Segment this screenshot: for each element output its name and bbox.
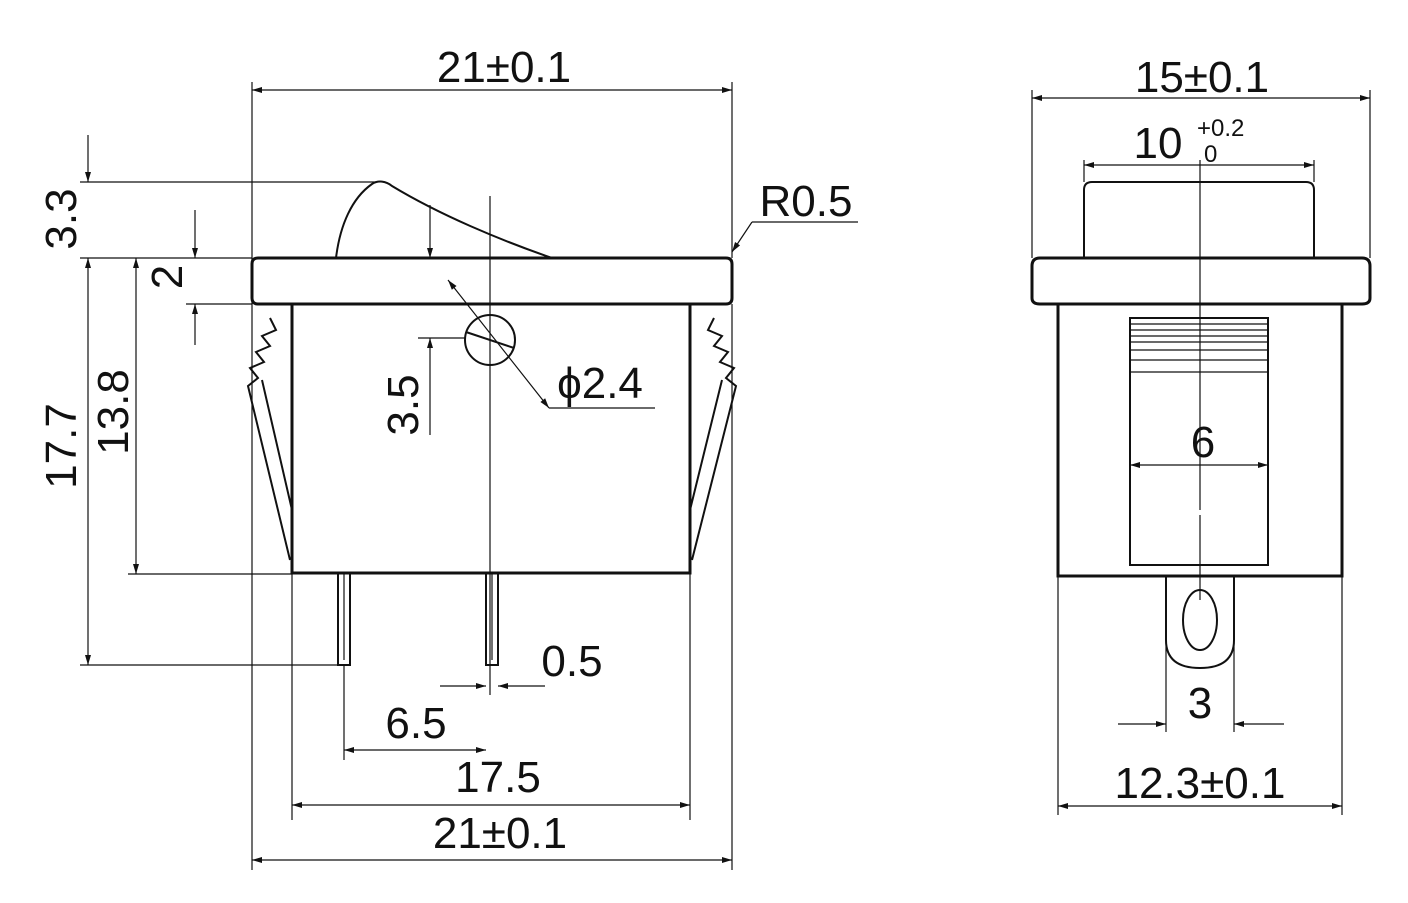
- dim-front-width-top: 21±0.1: [437, 43, 571, 92]
- dim-body-width: 17.5: [455, 753, 541, 802]
- dim-rocker-height: 3.3: [37, 188, 86, 249]
- dim-side-width-bottom: 12.3±0.1: [1115, 759, 1286, 808]
- front-flange: [250, 256, 734, 306]
- dim-body-height: 13.8: [89, 369, 138, 455]
- side-view: [1030, 160, 1372, 670]
- dim-flange-thickness: 2: [143, 265, 192, 289]
- side-extension-lines: [1031, 90, 1371, 815]
- side-flange: [1030, 256, 1372, 306]
- side-terminal-ribs: [1130, 323, 1268, 373]
- dim-rocker-width-tol-minus: 0: [1204, 141, 1217, 168]
- front-dimension-lines: [85, 87, 858, 863]
- dim-corner-radius: R0.5: [760, 177, 853, 226]
- dim-rocker-width-tol-plus: +0.2: [1197, 115, 1244, 142]
- side-rocker: [1083, 181, 1315, 258]
- front-view: [246, 180, 738, 695]
- dim-front-width-bottom: 21±0.1: [433, 809, 567, 858]
- left-snap-clip: [246, 317, 293, 561]
- front-extension-lines: [80, 82, 733, 870]
- right-snap-clip: [689, 317, 738, 561]
- dim-rocker-width-base: 10: [1134, 119, 1183, 168]
- dim-terminal-pitch: 6.5: [385, 699, 446, 748]
- side-dimension-lines: [1032, 95, 1370, 809]
- dim-side-width-top: 15±0.1: [1135, 53, 1269, 102]
- dim-terminal-width: 6: [1191, 418, 1215, 467]
- dim-pivot-offset: 3.5: [379, 374, 428, 435]
- side-terminal: [1129, 317, 1269, 566]
- dim-body-height-total: 17.7: [37, 403, 86, 489]
- dim-hole-width: 3: [1188, 679, 1212, 728]
- front-rocker: [335, 180, 553, 259]
- front-body: [290, 304, 692, 575]
- dim-terminal-thickness: 0.5: [541, 637, 602, 686]
- dim-pivot-hole: ϕ2.4: [557, 359, 643, 408]
- side-solder-lug: [1165, 576, 1235, 670]
